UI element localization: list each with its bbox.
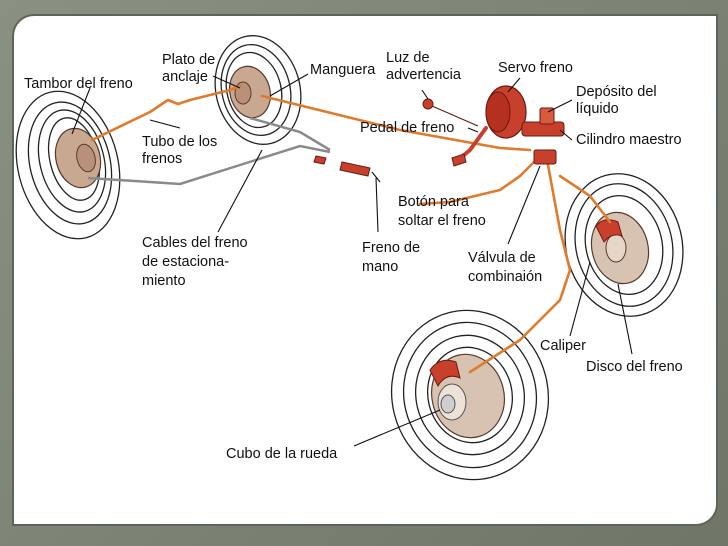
label-plato-de-anclaje-1: Plato de [162, 52, 215, 68]
label-cilindro-maestro: Cilindro maestro [576, 132, 682, 148]
brake-pedal [451, 126, 488, 167]
combination-valve [533, 149, 557, 165]
label-boton-para-soltar-1: Botón para [398, 194, 470, 210]
label-manguera: Manguera [310, 62, 376, 78]
brake-disc-front-right [590, 211, 650, 285]
label-plato-de-anclaje-2: anclaje [162, 69, 208, 85]
label-boton-para-soltar-2: soltar el freno [398, 213, 486, 229]
caliper-front-right [595, 219, 623, 243]
label-tubo-de-los-frenos-1: Tubo de los [142, 134, 217, 150]
label-caliper: Caliper [540, 338, 586, 354]
label-luz-de-advertencia-1: Luz de [386, 50, 430, 66]
label-freno-de-mano-2: mano [362, 259, 398, 275]
label-tubo-de-los-frenos-2: frenos [142, 151, 182, 167]
front-left-wheel [390, 309, 550, 481]
labels: Tambor del freno Plato de anclaje Mangue… [24, 50, 683, 462]
label-pedal-de-freno: Pedal de freno [360, 120, 454, 136]
label-freno-de-mano-1: Freno de [362, 240, 420, 256]
label-cables-del-freno-1: Cables del freno [142, 235, 248, 251]
label-valvula-de-combinacion-1: Válvula de [468, 250, 536, 266]
brake-servo [485, 85, 527, 139]
parking-brake-cables [87, 116, 331, 186]
rear-left-wheel [15, 90, 121, 240]
label-valvula-de-combinacion-2: combinaión [468, 269, 542, 285]
label-deposito-del-liquido-2: líquido [576, 101, 619, 117]
leader-lines [71, 73, 633, 447]
label-deposito-del-liquido-1: Depósito del [576, 84, 657, 100]
brake-drum-left [54, 127, 102, 189]
label-cubo-de-la-rueda: Cubo de la rueda [226, 446, 338, 462]
label-disco-del-freno: Disco del freno [586, 359, 683, 375]
label-luz-de-advertencia-2: advertencia [386, 67, 462, 83]
master-cylinder [521, 107, 565, 137]
label-cables-del-freno-2: de estaciona- [142, 254, 229, 270]
label-servo-freno: Servo freno [498, 60, 573, 76]
brake-lines [90, 84, 612, 374]
caliper-front-left [429, 359, 461, 388]
hand-brake-lever [313, 155, 371, 177]
brake-drum-right [229, 65, 271, 119]
label-tambor-del-freno: Tambor del freno [24, 76, 133, 92]
label-cables-del-freno-3: miento [142, 273, 186, 289]
